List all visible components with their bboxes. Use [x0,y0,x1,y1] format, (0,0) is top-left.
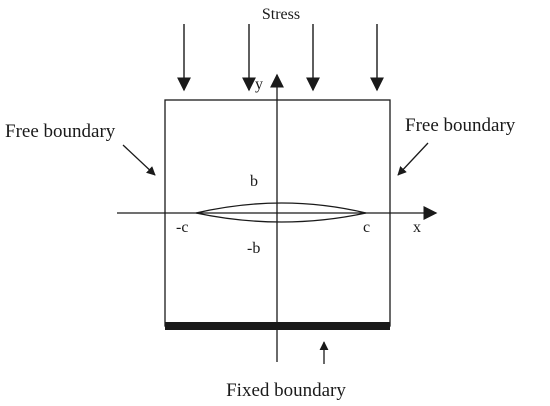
y-axis-label: y [255,76,263,93]
free-boundary-right-label: Free boundary [405,115,516,136]
fixed-boundary-label: Fixed boundary [226,380,346,401]
free-boundary-left-arrow [122,144,156,176]
crack-right-label: c [363,219,370,236]
crack-top-label: b [250,173,258,190]
free-boundary-left-label: Free boundary [5,121,116,142]
stress-arrows [177,24,384,92]
crack-left-label: -c [176,219,188,236]
crack-shape [195,202,367,223]
stress-label: Stress [262,6,300,23]
x-axis-label: x [413,219,421,236]
crack-bottom-label: -b [247,240,260,257]
free-boundary-right-arrow [397,142,429,176]
